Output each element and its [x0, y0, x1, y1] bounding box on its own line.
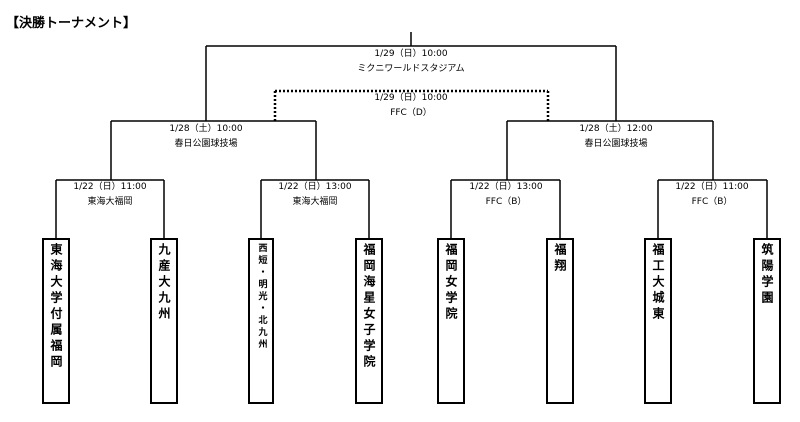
team-name: 福翔	[553, 243, 567, 275]
qf3-venue: FFC（B）	[485, 197, 527, 207]
team-box: 福工大城東	[644, 238, 672, 404]
team-name: 福岡女学院	[444, 243, 458, 323]
page-title: 【決勝トーナメント】	[6, 16, 137, 31]
qf4-date: 1/22（日）11:00	[675, 182, 749, 192]
team-box: 西短・明光・北九州	[248, 238, 274, 404]
qf2-venue: 東海大福岡	[292, 197, 338, 207]
final-date: 1/29（日）10:00	[374, 49, 448, 59]
qf3-date: 1/22（日）13:00	[469, 182, 543, 192]
qf1-venue: 東海大福岡	[87, 197, 133, 207]
third-place-label: 1/29（日）10:00 FFC（D）	[331, 91, 491, 121]
qf2-label: 1/22（日）13:00 東海大福岡	[235, 180, 395, 210]
semi-left-label: 1/28（土）10:00 春日公園球技場	[126, 122, 286, 152]
semi-left-venue: 春日公園球技場	[174, 139, 238, 149]
team-name: 福岡海星女子学院	[362, 243, 376, 371]
qf2-date: 1/22（日）13:00	[278, 182, 352, 192]
team-name: 西短・明光・北九州	[256, 243, 267, 351]
team-box: 福岡海星女子学院	[355, 238, 383, 404]
semi-left-date: 1/28（土）10:00	[169, 124, 243, 134]
team-name: 筑陽学園	[760, 243, 774, 307]
final-venue: ミクニワールドスタジアム	[357, 64, 465, 74]
team-name: 九産大九州	[157, 243, 171, 323]
team-box: 東海大学付属福岡	[42, 238, 70, 404]
qf4-label: 1/22（日）11:00 FFC（B）	[632, 180, 792, 210]
final-label: 1/29（日）10:00 ミクニワールドスタジアム	[331, 47, 491, 77]
semi-right-venue: 春日公園球技場	[584, 139, 648, 149]
third-place-bracket	[273, 89, 550, 121]
team-box: 九産大九州	[150, 238, 178, 404]
team-box: 福翔	[546, 238, 574, 404]
team-name: 東海大学付属福岡	[49, 243, 63, 371]
semi-right-label: 1/28（土）12:00 春日公園球技場	[536, 122, 696, 152]
third-place-venue: FFC（D）	[390, 108, 432, 118]
qf1-date: 1/22（日）11:00	[73, 182, 147, 192]
third-place-date: 1/29（日）10:00	[374, 93, 448, 103]
qf3-label: 1/22（日）13:00 FFC（B）	[426, 180, 586, 210]
team-box: 筑陽学園	[753, 238, 781, 404]
qf4-venue: FFC（B）	[691, 197, 733, 207]
semi-right-date: 1/28（土）12:00	[579, 124, 653, 134]
team-name: 福工大城東	[651, 243, 665, 323]
qf1-label: 1/22（日）11:00 東海大福岡	[30, 180, 190, 210]
team-box: 福岡女学院	[437, 238, 465, 404]
